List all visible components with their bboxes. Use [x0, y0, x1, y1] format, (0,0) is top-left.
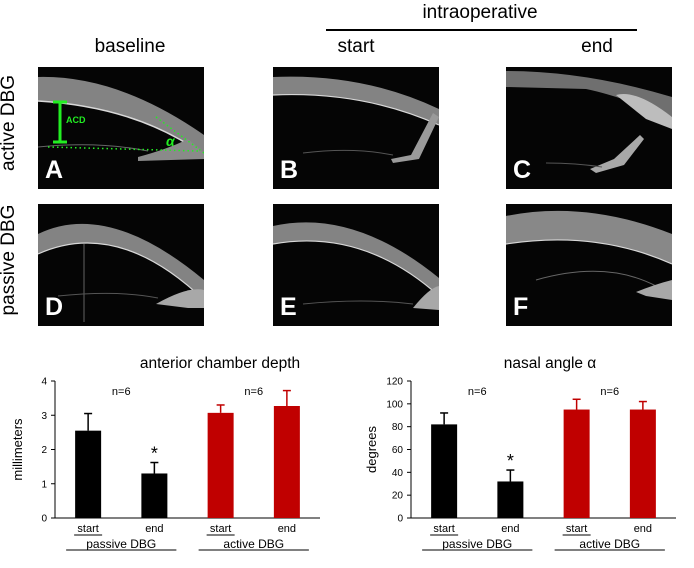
y-tick-label: 100 [386, 399, 403, 410]
x-category-label: start [77, 523, 98, 535]
oct-panel-c: C [506, 67, 672, 189]
start-column-label: start [337, 36, 375, 57]
intraoperative-header: intraoperative [422, 2, 538, 23]
n-label: n=6 [244, 386, 263, 398]
x-category-label: start [210, 523, 231, 535]
oct-panel-d: D [38, 204, 204, 326]
panel-letter-a: A [45, 156, 64, 184]
y-tick-label: 120 [386, 377, 403, 388]
y-tick-label: 4 [41, 377, 47, 388]
n-label: n=6 [600, 386, 619, 398]
y-tick-label: 2 [41, 445, 47, 456]
intraoperative-divider [326, 29, 637, 31]
x-category-label: end [278, 523, 296, 535]
y-tick-label: 3 [41, 411, 47, 422]
bar-2 [207, 412, 234, 518]
bar-1 [497, 481, 524, 518]
oct-panel-f: F [506, 204, 672, 326]
y-tick-label: 80 [392, 422, 404, 433]
x-category-label: start [566, 523, 587, 535]
panel-letter-d: D [45, 293, 64, 321]
y-tick-label: 0 [41, 514, 47, 525]
row-label-passive-dbg: passive DBG [0, 204, 19, 316]
y-tick-label: 40 [392, 468, 404, 479]
row-label-active-dbg: active DBG [0, 74, 19, 172]
acd-bar-chart: 0 1 2 3 4 millimeters start * end start end passive… [10, 377, 320, 551]
n-label: n=6 [112, 386, 131, 398]
significance-marker: * [507, 451, 514, 471]
significance-marker: * [151, 444, 158, 464]
bar-3 [629, 409, 656, 518]
x-category-label: end [145, 523, 163, 535]
group-label: active DBG [223, 537, 284, 551]
end-column-label: end [581, 36, 613, 57]
y-tick-label: 20 [392, 491, 404, 502]
panel-letter-f: F [513, 293, 529, 321]
group-label: passive DBG [86, 537, 156, 551]
group-label: passive DBG [442, 537, 512, 551]
y-axis-label: millimeters [10, 418, 25, 481]
baseline-column-label: baseline [94, 36, 166, 57]
x-category-label: end [634, 523, 652, 535]
y-axis-label: degrees [364, 426, 379, 473]
angle-chart-title: nasal angle α [503, 355, 597, 372]
y-tick-label: 60 [392, 445, 404, 456]
panel-letter-e: E [280, 293, 297, 321]
acd-chart-title: anterior chamber depth [139, 355, 301, 372]
x-category-label: start [433, 523, 454, 535]
y-tick-label: 0 [397, 514, 403, 525]
panel-letter-b: B [280, 156, 299, 184]
alpha-annotation: α [166, 133, 175, 149]
y-tick-label: 1 [41, 479, 47, 490]
bar-1 [141, 473, 168, 518]
angle-bar-chart: 0 20 40 60 80 100 120 degrees start * end start end p… [364, 377, 676, 551]
oct-panel-a: ACD α A [38, 67, 204, 189]
oct-panel-e: E [273, 204, 439, 326]
bar-3 [273, 406, 300, 518]
x-category-label: end [501, 523, 519, 535]
group-label: active DBG [579, 537, 640, 551]
bar-2 [563, 409, 590, 518]
oct-panel-b: B [273, 67, 439, 189]
bar-0 [75, 430, 102, 518]
acd-annotation: ACD [66, 115, 86, 125]
bar-0 [431, 424, 458, 518]
n-label: n=6 [468, 386, 487, 398]
panel-letter-c: C [513, 156, 532, 184]
